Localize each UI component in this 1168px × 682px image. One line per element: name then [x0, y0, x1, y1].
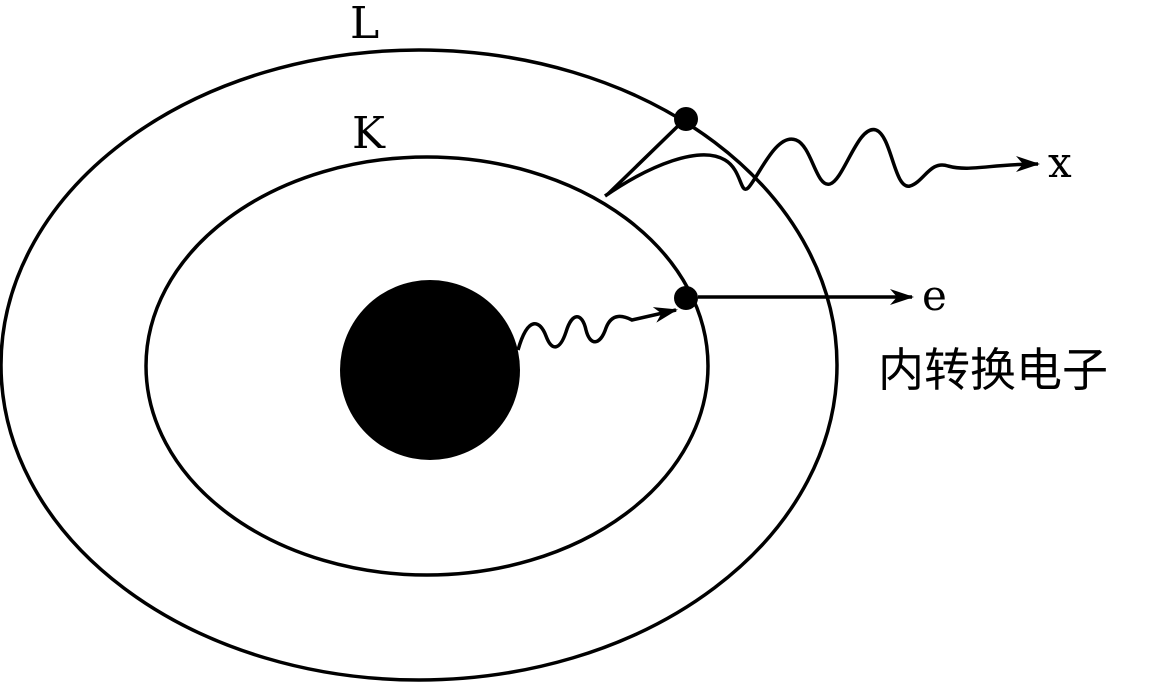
- transition-line: [606, 122, 682, 196]
- l-shell-label: L: [350, 0, 380, 49]
- electron-label: e: [922, 271, 947, 320]
- xray-label: x: [1048, 138, 1072, 187]
- k-shell-orbit: [144, 155, 710, 577]
- l-shell-orbit: [0, 48, 839, 682]
- internal-conversion-electron-caption: 内转换电子: [878, 343, 1108, 397]
- gamma-wave: [516, 307, 678, 351]
- xray-wave: [604, 128, 1040, 198]
- k-shell-electron: [674, 286, 698, 310]
- k-shell-label: K: [352, 108, 385, 159]
- nucleus: [340, 280, 520, 460]
